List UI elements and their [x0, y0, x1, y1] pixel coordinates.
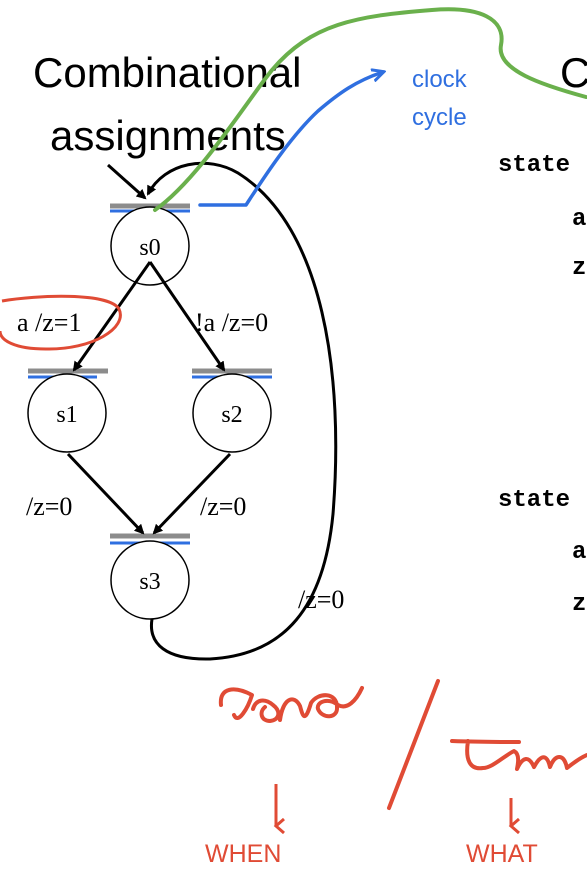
heading-pointer-arrow — [107, 163, 147, 200]
transition-s2-s3 — [152, 452, 232, 535]
state-s0-circle — [110, 206, 190, 286]
red-handwriting-action — [450, 739, 587, 771]
transition-s3-s0 — [146, 161, 338, 661]
state-s1-circle — [27, 373, 107, 453]
label-s0-s1: a /z=1 — [17, 308, 81, 337]
code-block2-line2: a — [572, 539, 586, 566]
red-divider-slash — [387, 679, 440, 810]
label-s2-s3: /z=0 — [200, 492, 246, 521]
heading-right-partial: C — [560, 49, 587, 96]
label-s0-s2: !a /z=0 — [195, 308, 268, 337]
heading-line2: assignments — [50, 112, 286, 159]
state-s1-label: s1 — [56, 402, 77, 428]
state-s2-circle — [192, 373, 272, 453]
label-s1-s3: /z=0 — [26, 492, 72, 521]
code-block1-line3: z — [572, 255, 586, 282]
state-s3-circle — [110, 540, 190, 620]
blue-clock-arrow — [198, 72, 383, 207]
code-block1-line1: state — [498, 152, 570, 179]
heading-line1: Combinational — [33, 49, 302, 96]
clock-label-line2: cycle — [412, 104, 467, 131]
transition-s1-s3 — [66, 452, 145, 535]
green-annotation-arrow — [153, 7, 587, 212]
state-s0-label: s0 — [139, 235, 160, 261]
code-block2-line1: state — [498, 487, 570, 514]
transition-s0-s2 — [148, 261, 226, 372]
code-block1-line2: a — [572, 206, 586, 233]
red-highlight-circle — [0, 294, 122, 351]
red-handwriting-cond — [218, 686, 364, 723]
clock-label-line1: clock — [412, 66, 468, 93]
code-block2-line3: z — [572, 591, 586, 618]
state-s3-label: s3 — [139, 569, 160, 595]
label-s3-s0: /z=0 — [298, 585, 344, 614]
state-s2-label: s2 — [221, 402, 242, 428]
what-label: WHAT — [466, 840, 538, 868]
transition-s0-s1 — [72, 261, 152, 372]
when-label: WHEN — [205, 840, 281, 868]
